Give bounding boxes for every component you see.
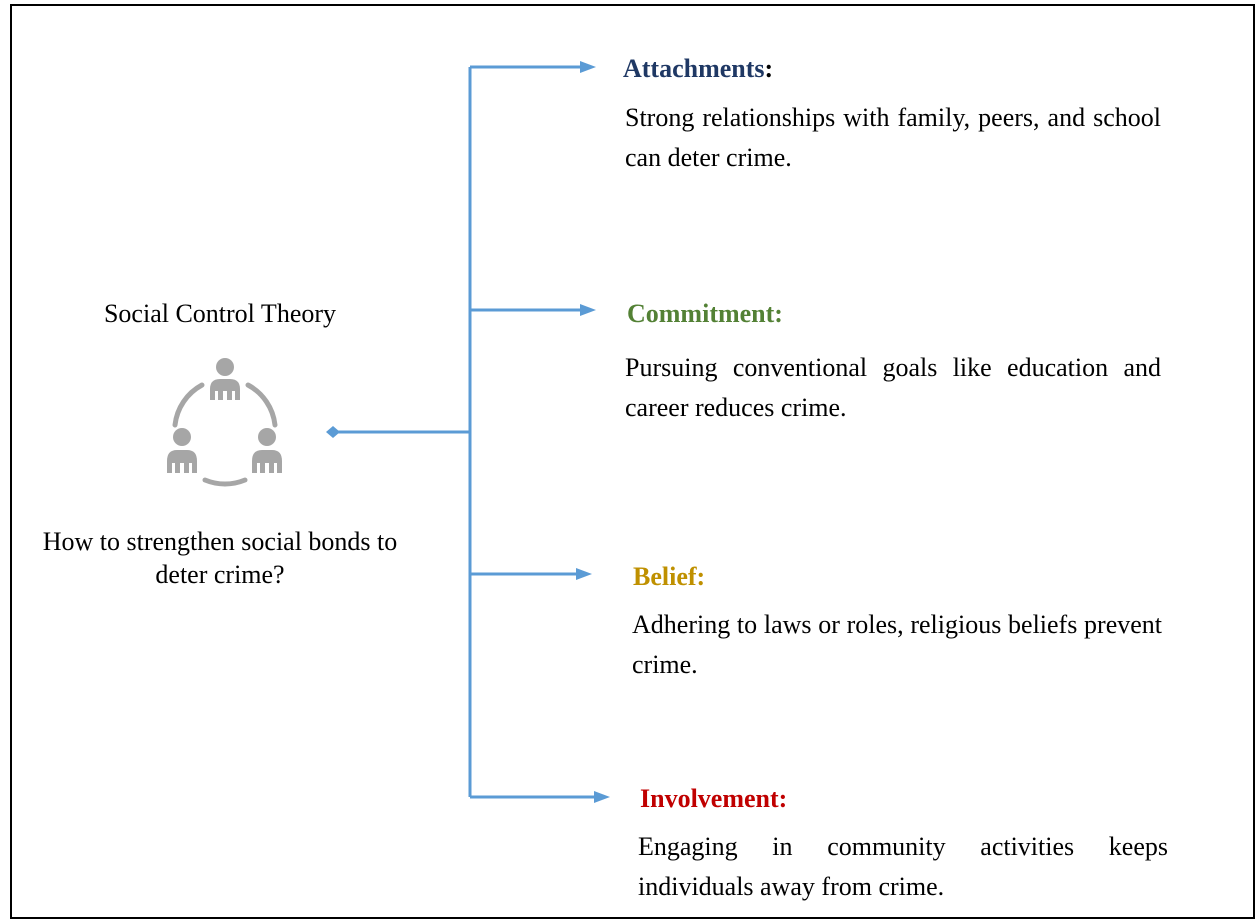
arrow-head-attachments [580,61,596,73]
concept-description-attachments: Strong relationships with family, peers,… [625,103,1161,172]
arrow-head-commitment [580,304,596,316]
diagram-frame [10,4,1255,919]
arrow-head-involvement [594,791,610,803]
concept-description-involvement: Engaging in community activities keeps i… [638,832,1168,901]
concept-heading-commitment: Commitment: [627,299,783,328]
concept-description-belief: Adhering to laws or roles, religious bel… [632,610,1162,679]
concept-heading-belief: Belief: [633,562,706,591]
arrow-head-belief [576,568,592,580]
attachments-colon: : [764,54,774,83]
attachments-label: Attachments [623,54,765,83]
concept-heading-involvement: Involvement: [640,784,788,813]
concept-heading-attachments: Attachments: [623,52,773,85]
center-diamond-marker [326,426,340,438]
theory-title: Social Control Theory [103,299,337,328]
guiding-question: How to strengthen social bonds to deter … [42,527,398,589]
concept-description-commitment: Pursuing conventional goals like educati… [625,353,1161,422]
group-cycle-icon [167,358,282,487]
